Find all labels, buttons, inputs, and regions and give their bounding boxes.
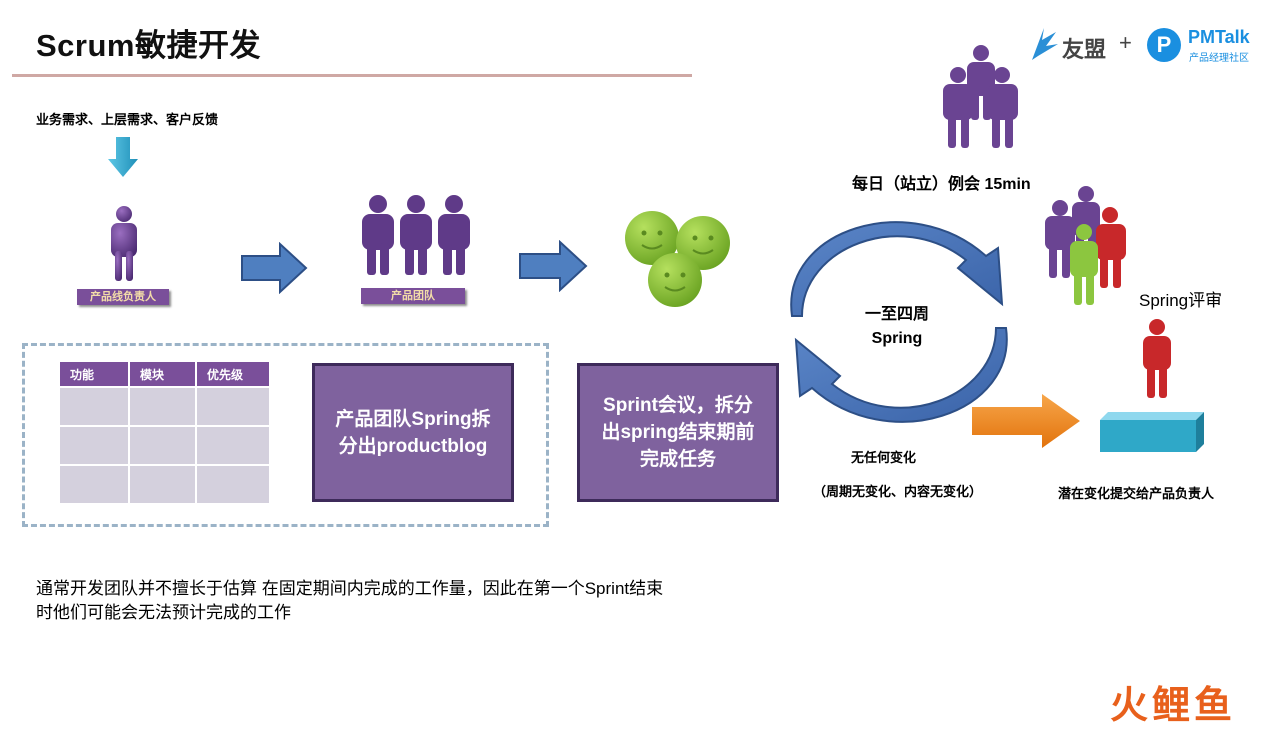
product-owner-label: 产品线负责人 — [77, 289, 169, 305]
product-team-label: 产品团队 — [361, 288, 465, 304]
platform-icon — [1100, 412, 1204, 452]
table-cell — [60, 466, 128, 503]
cycle-label-line1: 一至四周 — [864, 306, 929, 323]
review-team-icon — [1045, 186, 1126, 305]
table-cell — [60, 427, 128, 464]
table-cell — [130, 427, 195, 464]
no-change-detail: （周期无变化、内容无变化） — [813, 484, 983, 499]
sprint-meeting-box: Sprint会议，拆分出spring结束期前完成任务 — [577, 363, 779, 502]
table-cell — [130, 388, 195, 425]
watermark-text: 火鲤鱼 — [1110, 685, 1237, 727]
table-cell — [197, 427, 269, 464]
logo-area: 友盟 + P PMTalk 产品经理社区 — [1028, 24, 1268, 68]
smiley-icon — [625, 211, 730, 307]
table-header: 优先级 — [197, 362, 269, 386]
pmtalk-logo-icon: P — [1147, 28, 1181, 62]
inputs-label: 业务需求、上层需求、客户反馈 — [36, 112, 219, 127]
youmeng-text: 友盟 — [1062, 37, 1107, 62]
right-arrow-icon-2 — [519, 240, 588, 292]
backlog-area — [22, 343, 549, 527]
table-cell — [130, 466, 195, 503]
table-header: 功能 — [60, 362, 128, 386]
logo-plus: + — [1119, 30, 1132, 55]
deliver-label: 潜在变化提交给产品负责人 — [1058, 486, 1215, 501]
spring-review-label: Spring评审 — [1139, 291, 1223, 310]
table-header: 模块 — [130, 362, 195, 386]
cycle-arrows-icon — [790, 221, 1008, 423]
sprint-meeting-text: Sprint会议，拆分出spring结束期前完成任务 — [601, 395, 755, 470]
daily-meeting-label: 每日（站立）例会 15min — [852, 176, 1031, 193]
table-cell — [197, 388, 269, 425]
body-text: 通常开发团队并不擅长于估算 在固定期间内完成的工作量，因此在第一个Sprint结… — [36, 579, 664, 622]
no-change-label: 无任何变化 — [851, 450, 917, 465]
cycle-label: 一至四周 Spring — [852, 303, 942, 351]
watermark: 火鲤鱼 — [1110, 674, 1236, 729]
table-row — [60, 388, 269, 425]
down-arrow-icon — [108, 137, 138, 177]
backlog-table: 功能 模块 优先级 — [58, 360, 271, 505]
product-owner-red-person-icon — [1143, 319, 1171, 398]
daily-meeting-team-icon — [943, 45, 1018, 148]
product-backlog-box: 产品团队Spring拆分出productblog — [312, 363, 514, 502]
table-row — [60, 466, 269, 503]
youmeng-logo-icon — [1032, 28, 1058, 60]
pmtalk-text: PMTalk — [1188, 27, 1250, 47]
page-title: Scrum敏捷开发 — [36, 28, 261, 63]
pmtalk-logo-letter: P — [1156, 32, 1172, 57]
table-row — [60, 427, 269, 464]
orange-right-arrow-icon — [972, 394, 1080, 448]
title-divider — [12, 74, 692, 77]
product-team-icon — [362, 195, 470, 275]
table-cell — [60, 388, 128, 425]
table-cell — [197, 466, 269, 503]
pmtalk-subtext: 产品经理社区 — [1189, 53, 1249, 64]
cycle-label-line2: Spring — [871, 330, 923, 347]
product-backlog-text: 产品团队Spring拆分出productblog — [335, 408, 491, 457]
product-owner-person-icon — [111, 206, 137, 281]
right-arrow-icon — [241, 242, 308, 294]
